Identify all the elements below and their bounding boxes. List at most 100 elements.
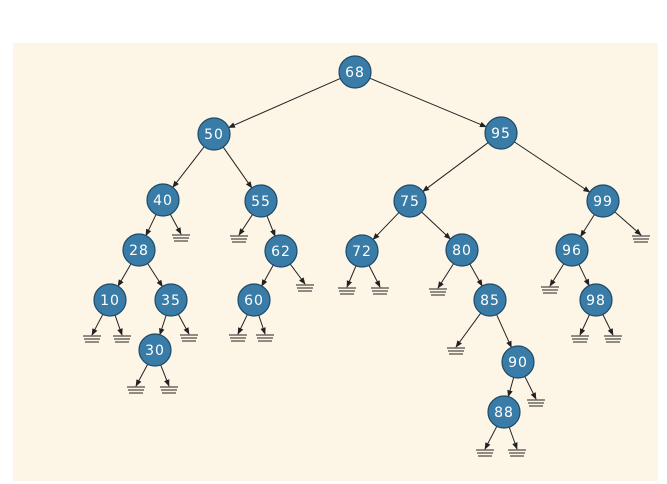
edge-n60-null (258, 315, 266, 335)
edge-n75-n72 (372, 212, 400, 240)
edge-n99-null (614, 211, 642, 236)
node-label: 98 (586, 293, 606, 309)
tree-node-40: 40 (146, 183, 180, 217)
node-label: 80 (452, 243, 472, 259)
edge-n62-n60 (261, 264, 274, 287)
node-label: 50 (204, 127, 224, 143)
tree-node-72: 72 (345, 234, 379, 268)
edge-n40-null (169, 213, 182, 235)
edge-n30-null (135, 363, 149, 387)
tree-node-55: 55 (244, 184, 278, 218)
null-leaf-n99 (632, 235, 650, 243)
edges-layer (83, 77, 650, 457)
edge-n55-null (238, 214, 253, 236)
node-circle (237, 283, 271, 317)
node-circle (197, 117, 231, 151)
null-leaf-n60 (256, 334, 274, 342)
edge-n40-n28 (145, 214, 157, 237)
tree-node-50: 50 (197, 117, 231, 151)
node-label: 99 (593, 194, 613, 210)
edge-n55-n62 (266, 215, 276, 237)
null-leaf-n30 (127, 386, 145, 394)
edge-n95-n75 (422, 142, 489, 192)
null-leaf-n40 (172, 234, 190, 242)
node-label: 35 (161, 293, 181, 309)
tree-node-96: 96 (555, 233, 589, 267)
null-leaf-n62 (296, 284, 314, 292)
edge-n95-n99 (514, 141, 591, 193)
node-circle (586, 184, 620, 218)
edge-n50-n55 (222, 146, 253, 189)
node-label: 88 (494, 405, 514, 421)
tree-node-90: 90 (501, 345, 535, 379)
node-circle (345, 234, 379, 268)
node-circle (138, 333, 172, 367)
node-label: 75 (400, 194, 420, 210)
null-leaf-n10 (113, 335, 131, 343)
tree-node-88: 88 (487, 395, 521, 429)
tree-node-95: 95 (484, 116, 518, 150)
edge-n28-n35 (147, 263, 163, 288)
null-leaf-n55 (230, 235, 248, 243)
null-leaf-n80 (429, 288, 447, 296)
node-circle (393, 184, 427, 218)
node-circle (146, 183, 180, 217)
edge-n28-n10 (117, 263, 132, 287)
edge-n10-null (114, 315, 123, 336)
node-circle (338, 55, 372, 89)
diagram-background (13, 43, 658, 481)
null-leaf-n60 (229, 334, 247, 342)
edge-n99-n96 (580, 214, 595, 238)
edge-n80-n85 (469, 263, 483, 287)
null-leaf-n35 (180, 334, 198, 342)
node-circle (264, 234, 298, 268)
edge-n35-null (177, 313, 190, 335)
node-circle (93, 283, 127, 317)
edge-n50-n40 (172, 146, 205, 188)
node-circle (555, 233, 589, 267)
null-leaf-n88 (508, 449, 526, 457)
edge-n85-n90 (496, 314, 512, 349)
edge-n72-null (368, 265, 381, 288)
tree-node-60: 60 (237, 283, 271, 317)
tree-node-35: 35 (154, 283, 188, 317)
tree-node-98: 98 (579, 283, 613, 317)
tree-node-10: 10 (93, 283, 127, 317)
null-leaf-n30 (160, 386, 178, 394)
node-label: 62 (271, 244, 291, 260)
node-label: 55 (251, 194, 271, 210)
node-label: 68 (345, 65, 365, 81)
edge-n98-null (579, 314, 590, 336)
null-leaf-n98 (604, 335, 622, 343)
edge-n10-null (91, 314, 104, 336)
edge-n96-n98 (578, 264, 590, 287)
node-circle (579, 283, 613, 317)
node-label: 10 (100, 293, 120, 309)
tree-node-68: 68 (338, 55, 372, 89)
edge-n85-null (455, 312, 482, 348)
node-label: 90 (508, 355, 528, 371)
edge-n72-null (346, 265, 357, 288)
node-label: 60 (244, 293, 264, 309)
edge-n60-null (237, 314, 248, 335)
node-circle (445, 233, 479, 267)
node-circle (244, 184, 278, 218)
null-leaf-n10 (83, 335, 101, 343)
null-leaf-n88 (476, 449, 494, 457)
node-label: 96 (562, 243, 582, 259)
null-leaf-n72 (371, 287, 389, 295)
node-label: 85 (480, 293, 500, 309)
edge-n68-n95 (369, 77, 487, 128)
edge-n35-n30 (159, 315, 167, 336)
edge-n75-n80 (421, 211, 451, 240)
node-circle (473, 283, 507, 317)
edge-n90-n88 (507, 377, 515, 398)
edge-n98-null (602, 314, 614, 336)
tree-node-75: 75 (393, 184, 427, 218)
node-circle (154, 283, 188, 317)
node-label: 95 (491, 126, 511, 142)
edge-n62-null (289, 263, 306, 285)
node-label: 28 (129, 243, 149, 259)
